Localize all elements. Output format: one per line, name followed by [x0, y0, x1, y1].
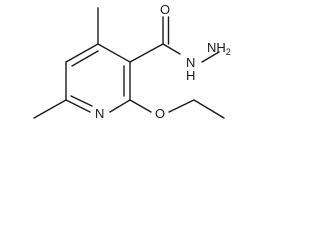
bond-n1-c6 [65, 99, 91, 113]
bond-c5-c4-inner [71, 50, 99, 67]
bond-c2-n1 [109, 99, 131, 113]
bond-n1-c6-inner [70, 95, 93, 107]
chemical-structure: O N H NH2 N O [33, 2, 231, 121]
carbonyl-oxygen-label: O [160, 2, 170, 17]
bond-c5-c4 [65, 43, 99, 63]
ether-oxygen-label: O [155, 106, 165, 121]
bond-carbonyl-n [162, 43, 181, 55]
bond-ethyl-methyl [193, 99, 225, 119]
hydrazine-subscript: 2 [226, 47, 231, 57]
hydrazine-nh-label: NH2 [207, 40, 231, 57]
pyridine-ring [65, 43, 131, 113]
bond-c3-carbonyl [129, 43, 164, 63]
bond-n-n [201, 51, 220, 63]
bond-c4-c3 [97, 43, 131, 63]
ring-nitrogen-label: N [95, 106, 104, 121]
bond-c6-methyl [33, 99, 67, 119]
amide-nitrogen-label: N [186, 55, 195, 70]
bond-o-ethyl [168, 99, 195, 113]
hydrazine-nh-text: NH [207, 40, 226, 55]
amide-hydrogen-label: H [186, 68, 195, 83]
bond-c2-ether-o [129, 99, 152, 113]
